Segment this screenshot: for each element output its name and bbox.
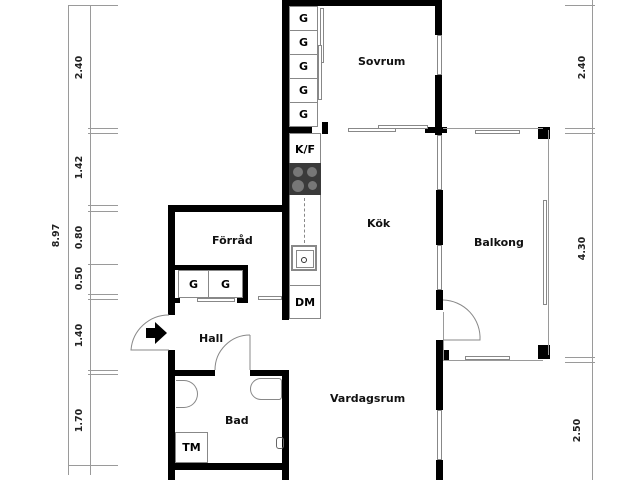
room-label-balkong: Balkong — [474, 236, 524, 249]
room-label-vardagsrum: Vardagsrum — [330, 392, 406, 405]
fridge-freezer: K/F — [294, 142, 316, 156]
stove-icon — [289, 163, 321, 195]
wardrobe-2: G — [289, 30, 318, 55]
wardrobe-4: G — [289, 78, 318, 103]
washing-machine: TM — [175, 432, 208, 463]
bedroom-wardrobe-door-1 — [320, 8, 324, 63]
shower-icon — [276, 437, 284, 449]
room-label-forrad: Förråd — [212, 234, 253, 247]
room-label-kok: Kök — [367, 217, 391, 230]
bedroom-sliding-door — [348, 128, 396, 132]
storage-wardrobe-2: G — [208, 270, 243, 298]
room-label-sovrum: Sovrum — [358, 55, 406, 68]
room-label-bad: Bad — [225, 414, 249, 427]
wardrobe-5: G — [289, 102, 318, 127]
window-kitchen-1 — [437, 135, 442, 190]
dishwasher: DM — [289, 285, 321, 319]
entrance-arrow-icon — [146, 322, 168, 348]
window-bedroom — [437, 35, 442, 75]
kitchen-sink-icon — [291, 245, 317, 271]
bedroom-wardrobe-door-2 — [318, 45, 322, 100]
counter-dashed-line — [304, 198, 305, 243]
storage-sliding-door — [197, 298, 235, 302]
kitchen-door-gap — [258, 296, 282, 300]
washbasin-icon — [176, 380, 198, 408]
toilet-icon — [250, 378, 282, 400]
room-label-hall: Hall — [199, 332, 224, 345]
storage-wardrobe-1: G — [178, 270, 209, 298]
bedroom-sliding-door-2 — [378, 125, 428, 129]
window-living — [437, 410, 442, 460]
window-kitchen-2 — [437, 245, 442, 290]
